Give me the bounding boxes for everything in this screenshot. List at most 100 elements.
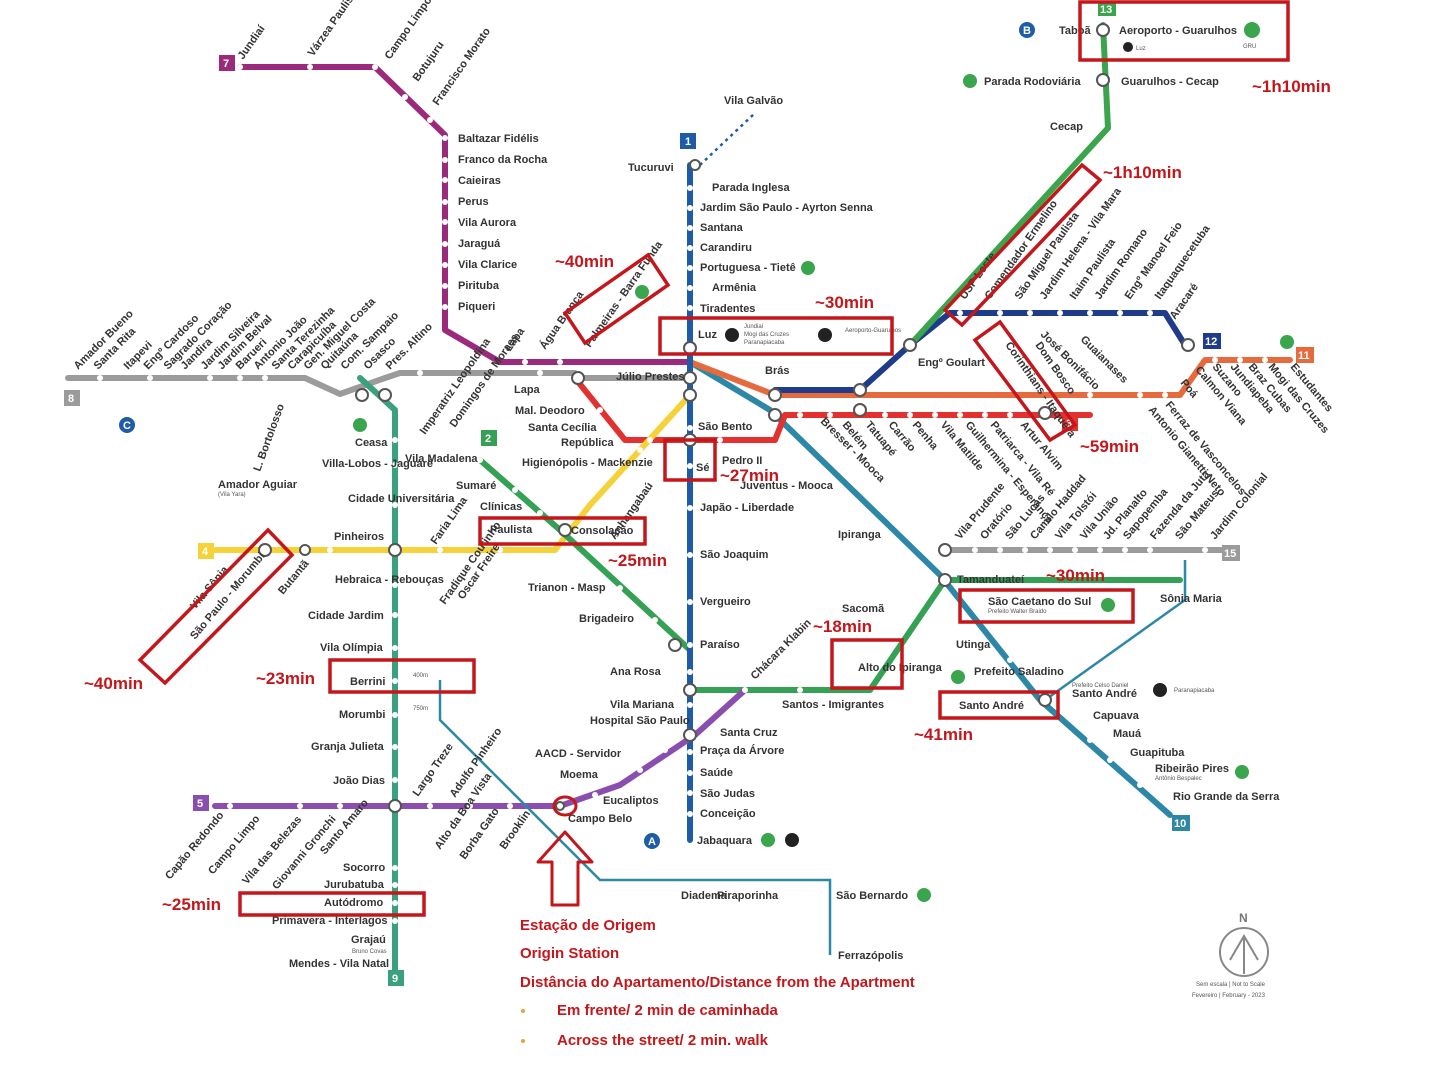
- station-label: Tiradentes: [700, 303, 755, 315]
- station-label: Diadema: [681, 890, 728, 902]
- svg-text:Antônio Bespalec: Antônio Bespalec: [1155, 776, 1202, 782]
- line13-vila-galvao-route: [699, 112, 756, 166]
- station-label: Juventus - Mooca: [740, 480, 834, 492]
- time-gru: ~1h10min: [1252, 77, 1331, 96]
- station-label: São Caetano do Sul: [988, 596, 1091, 608]
- line-10-route: [687, 359, 1173, 818]
- station-label: Tucuruvi: [628, 162, 674, 174]
- station-label: Guarulhos - Cecap: [1121, 76, 1219, 88]
- bus-icon: [917, 888, 931, 902]
- station-label: Villa-Lobos - Jaguaré: [322, 458, 433, 470]
- svg-text:(Vila Yara): (Vila Yara): [218, 492, 246, 498]
- svg-text:15: 15: [1224, 548, 1236, 560]
- station-label: Pinheiros: [334, 531, 384, 543]
- station-label: Jaraguá: [458, 238, 501, 250]
- origin-arrow-icon: [536, 830, 594, 907]
- svg-text:Prefeito Celso Daniel: Prefeito Celso Daniel: [1072, 683, 1128, 689]
- station-label: Armênia: [712, 282, 757, 294]
- bus-icon: [951, 670, 965, 684]
- origin-station-marker: [552, 795, 578, 817]
- time-berrini: ~23min: [256, 669, 315, 688]
- svg-text:8: 8: [68, 393, 74, 405]
- station-label: Vila Madalena: [405, 453, 478, 465]
- line-5-route: [212, 687, 748, 809]
- station-label: Sé: [696, 462, 709, 474]
- svg-text:Aracaré: Aracaré: [1168, 281, 1201, 321]
- svg-text:Fevereiro | February - 2023: Fevereiro | February - 2023: [1192, 993, 1266, 999]
- svg-text:Brooklin: Brooklin: [498, 808, 534, 852]
- time-corinthians: ~59min: [1080, 437, 1139, 456]
- station-label: Japão - Liberdade: [700, 502, 794, 514]
- station-label: Saúde: [700, 767, 733, 779]
- station-label: Jurubatuba: [324, 879, 385, 891]
- bus-icon: [801, 261, 815, 275]
- station-label: Mal. Deodoro: [515, 405, 585, 417]
- station-label: Ceasa: [355, 437, 388, 449]
- station-label: Paraíso: [700, 639, 740, 651]
- station-label: Santos - Imigrantes: [782, 699, 884, 711]
- svg-text:C: C: [123, 420, 131, 432]
- bus-icon: [1235, 765, 1249, 779]
- station-label: Vila Aurora: [458, 217, 517, 229]
- line-badges: 7 8 1 2 3 4 5 9 10 11 12 13 15 A B C: [64, 2, 1314, 986]
- svg-text:Água Branca: Água Branca: [537, 288, 587, 352]
- station-label: Amador Aguiar: [218, 479, 298, 491]
- station-label: Parada Rodoviária: [984, 76, 1081, 88]
- station-label: AACD - Servidor: [535, 748, 622, 760]
- paw-icon: [785, 833, 799, 847]
- station-label: Santo André: [1072, 688, 1137, 700]
- station-label: Brás: [765, 365, 789, 377]
- svg-text:L. Bortolosso: L. Bortolosso: [252, 402, 288, 473]
- station-label: Santa Cecília: [528, 422, 597, 434]
- station-label: Cidade Universitária: [348, 493, 455, 505]
- bus-icon: [963, 74, 977, 88]
- station-label: Santana: [700, 222, 744, 234]
- station-label: Brigadeiro: [579, 613, 634, 625]
- time-sp-morumbi: ~40min: [84, 674, 143, 693]
- time-sao-caetano: ~30min: [1046, 566, 1105, 585]
- svg-text:2: 2: [485, 433, 491, 445]
- transfer-icons: [353, 22, 1294, 902]
- svg-text:750m: 750m: [413, 706, 428, 712]
- station-label: Luz: [698, 329, 717, 341]
- station-label: Vila Mariana: [610, 699, 675, 711]
- bus-icon: [353, 418, 367, 432]
- svg-text:10: 10: [1174, 818, 1186, 830]
- station-label: Piqueri: [458, 301, 495, 313]
- station-label: Campo Belo: [568, 813, 632, 825]
- time-usp-leste: ~1h10min: [1103, 163, 1182, 182]
- station-label: Piraporinha: [717, 890, 779, 902]
- station-label: João Dias: [333, 775, 385, 787]
- interchange-nodes: [258, 23, 1195, 813]
- station-label: Trianon - Masp: [528, 582, 606, 594]
- svg-text:Prefeito Walter Braido: Prefeito Walter Braido: [988, 609, 1047, 615]
- svg-text:Jundiaí: Jundiaí: [744, 324, 764, 330]
- brt-sonia-route: [1044, 560, 1187, 702]
- svg-text:Aeroporto-Guarulhos: Aeroporto-Guarulhos: [845, 328, 901, 334]
- station-label: Santo André: [959, 700, 1024, 712]
- bus-icon: [761, 833, 775, 847]
- time-santo-andre: ~41min: [914, 725, 973, 744]
- legend: Estação de Origem Origin Station Distânc…: [520, 917, 915, 1049]
- station-label: Jabaquara: [697, 835, 753, 847]
- svg-text:Várzea Paulista: Várzea Paulista: [306, 0, 363, 59]
- svg-text:400m: 400m: [413, 673, 428, 679]
- station-label: Caieiras: [458, 175, 501, 187]
- station-labels: Baltazar Fidélis Franco da Rocha Caieira…: [218, 25, 1280, 970]
- station-label: Ana Rosa: [610, 666, 662, 678]
- line-12-route: [772, 310, 1188, 393]
- annotation-boxes: [137, 0, 1290, 917]
- svg-text:Luz: Luz: [1136, 46, 1146, 52]
- svg-text:12: 12: [1205, 336, 1217, 348]
- svg-text:Itaquaquecetuba: Itaquaquecetuba: [1153, 223, 1213, 302]
- station-label: Berrini: [350, 676, 385, 688]
- station-label: Lapa: [514, 384, 541, 396]
- brt-line-route: [438, 680, 832, 955]
- station-label: Granja Julieta: [311, 741, 385, 753]
- station-label: Ribeirão Pires: [1155, 763, 1229, 775]
- station-label: Vila Galvão: [724, 95, 783, 107]
- svg-text:Paranapiacaba: Paranapiacaba: [1174, 688, 1215, 694]
- station-label: Franco da Rocha: [458, 154, 548, 166]
- compass: N Sem escala | Not to Scale Fevereiro | …: [1192, 911, 1269, 999]
- station-label: Vergueiro: [700, 596, 751, 608]
